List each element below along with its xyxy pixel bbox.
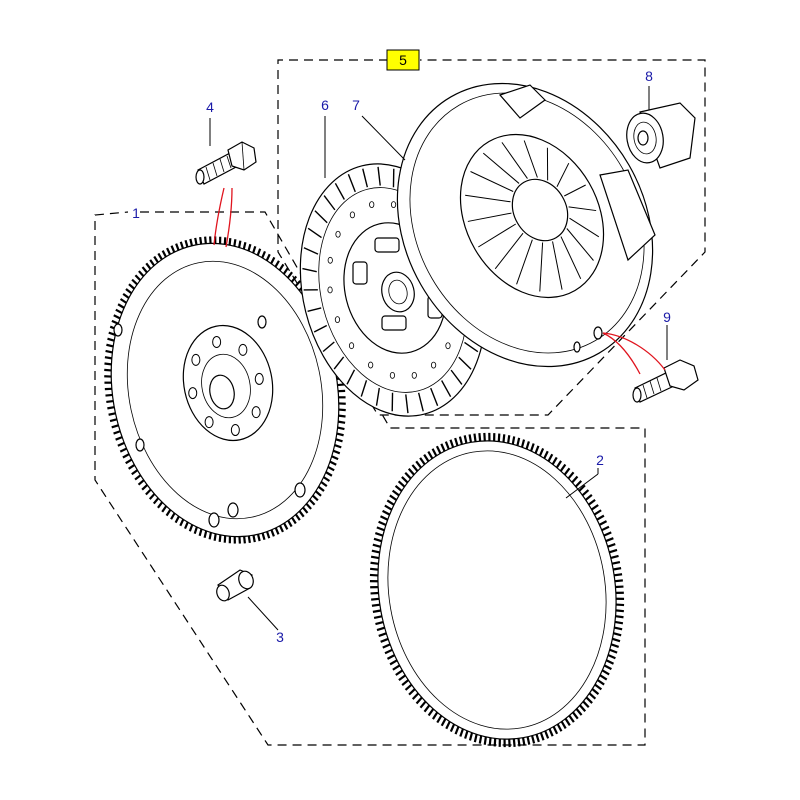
pressure-plate bbox=[396, 82, 656, 368]
starter-ring-gear bbox=[369, 432, 625, 748]
callout-2[interactable]: 2 bbox=[596, 452, 604, 468]
clutch-kit-highlight-box bbox=[386, 49, 420, 71]
leader-lines bbox=[209, 86, 668, 631]
callout-7[interactable]: 7 bbox=[352, 97, 360, 113]
callout-1[interactable]: 1 bbox=[132, 205, 140, 221]
group-frame-clutch-kit bbox=[277, 59, 706, 416]
fastener-mark-flywheel-bolt bbox=[213, 187, 233, 248]
callout-3[interactable]: 3 bbox=[276, 629, 284, 645]
pressure-plate-bolt bbox=[632, 359, 699, 403]
flywheel-bolt bbox=[195, 141, 257, 185]
release-bearing bbox=[626, 102, 696, 169]
callout-9[interactable]: 9 bbox=[663, 309, 671, 325]
fastener-mark-pressure-plate-bolt bbox=[602, 332, 666, 375]
callout-5[interactable]: 5 bbox=[399, 52, 407, 68]
callout-6[interactable]: 6 bbox=[321, 97, 329, 113]
callout-8[interactable]: 8 bbox=[645, 68, 653, 84]
dowel-pin bbox=[216, 569, 254, 602]
group-frame-flywheel bbox=[94, 211, 646, 746]
callout-4[interactable]: 4 bbox=[206, 99, 214, 115]
